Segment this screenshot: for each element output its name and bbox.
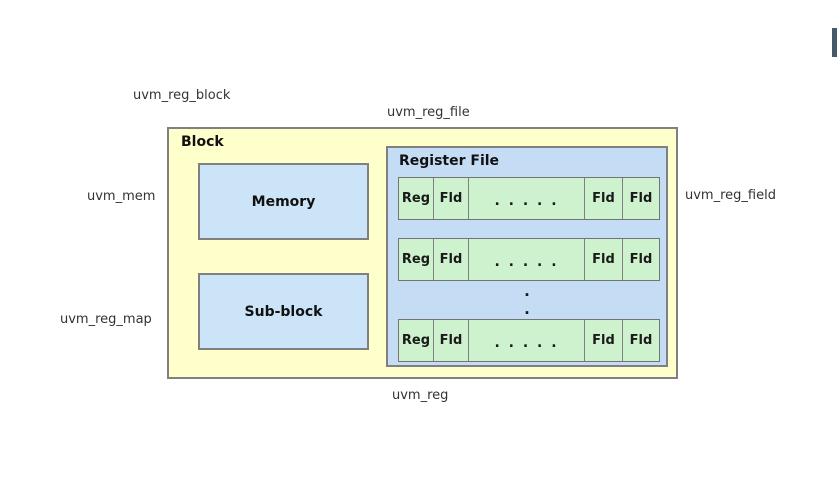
label-uvm-reg-map: uvm_reg_map bbox=[60, 312, 152, 327]
reg-cell: Reg bbox=[399, 320, 434, 361]
fld-cell: Fld bbox=[622, 239, 659, 280]
fld-cell: Fld bbox=[434, 239, 469, 280]
sub-block-label: Sub-block bbox=[244, 303, 323, 320]
fld-cell: Fld bbox=[584, 320, 622, 361]
register-row: Reg Fld . . . . . Fld Fld bbox=[398, 238, 660, 281]
fld-cell: Fld bbox=[622, 178, 659, 219]
register-row: Reg Fld . . . . . Fld Fld bbox=[398, 319, 660, 362]
vertical-ellipsis: . . bbox=[388, 282, 666, 318]
register-row: Reg Fld . . . . . Fld Fld bbox=[398, 177, 660, 220]
reg-cell: Reg bbox=[399, 178, 434, 219]
label-uvm-reg-block: uvm_reg_block bbox=[133, 88, 231, 103]
label-uvm-reg-file: uvm_reg_file bbox=[387, 105, 470, 120]
memory-label: Memory bbox=[251, 193, 316, 210]
vertical-ellipsis-dot: . bbox=[524, 300, 530, 318]
block-title: Block bbox=[181, 134, 224, 150]
label-uvm-reg: uvm_reg bbox=[392, 388, 449, 403]
memory-box: Memory bbox=[198, 163, 369, 240]
block-box: Block Memory Sub-block Register File Reg… bbox=[167, 127, 678, 379]
reg-cell: Reg bbox=[399, 239, 434, 280]
fld-cell: Fld bbox=[584, 239, 622, 280]
label-uvm-mem: uvm_mem bbox=[87, 189, 156, 204]
ellipsis-cell: . . . . . bbox=[494, 192, 559, 209]
fld-cell: Fld bbox=[434, 178, 469, 219]
ellipsis-cell: . . . . . bbox=[494, 253, 559, 270]
scrollbar-thumb[interactable] bbox=[832, 28, 837, 57]
register-file-title: Register File bbox=[399, 153, 500, 169]
register-file-box: Register File Reg Fld . . . . . Fld Fld … bbox=[386, 146, 668, 367]
fld-cell: Fld bbox=[584, 178, 622, 219]
label-uvm-reg-field: uvm_reg_field bbox=[685, 188, 776, 203]
fld-cell: Fld bbox=[622, 320, 659, 361]
ellipsis-cell: . . . . . bbox=[494, 334, 559, 351]
vertical-ellipsis-dot: . bbox=[524, 282, 530, 300]
fld-cell: Fld bbox=[434, 320, 469, 361]
sub-block-box: Sub-block bbox=[198, 273, 369, 350]
